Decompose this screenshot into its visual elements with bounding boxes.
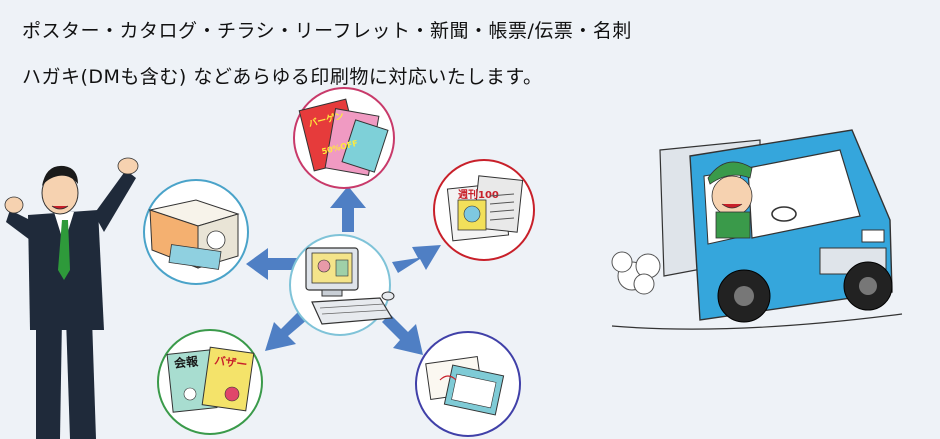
arrow-down-right [382,314,423,355]
arrow-down-left [265,310,308,351]
arrow-up-right [392,245,441,273]
newspaper-circle: 週刊100 [433,159,535,261]
headline-line-2: ハガキ(DMも含む) などあらゆる印刷物に対応いたします。 [22,66,543,88]
center-computer [289,234,395,336]
businessman-illustration [4,157,139,439]
poster-circle: バーゲン 50%OFF [293,87,395,189]
arrow-left [246,248,300,280]
truck-illustration [611,129,903,330]
catalog-circle [143,179,249,285]
headline-line-1: ポスター・カタログ・チラシ・リーフレット・新聞・帳票/伝票・名刺 [22,20,632,42]
newspaper-label: 週刊100 [458,189,499,201]
postcard-circle [415,331,521,437]
bulletin-circle: 会報 バザー [157,329,263,435]
kaiho-label: 会報 [173,353,199,371]
dust-cloud [611,251,661,295]
bazaar-label: バザー [214,354,248,371]
arrow-up [330,186,366,232]
arrows [246,186,441,355]
